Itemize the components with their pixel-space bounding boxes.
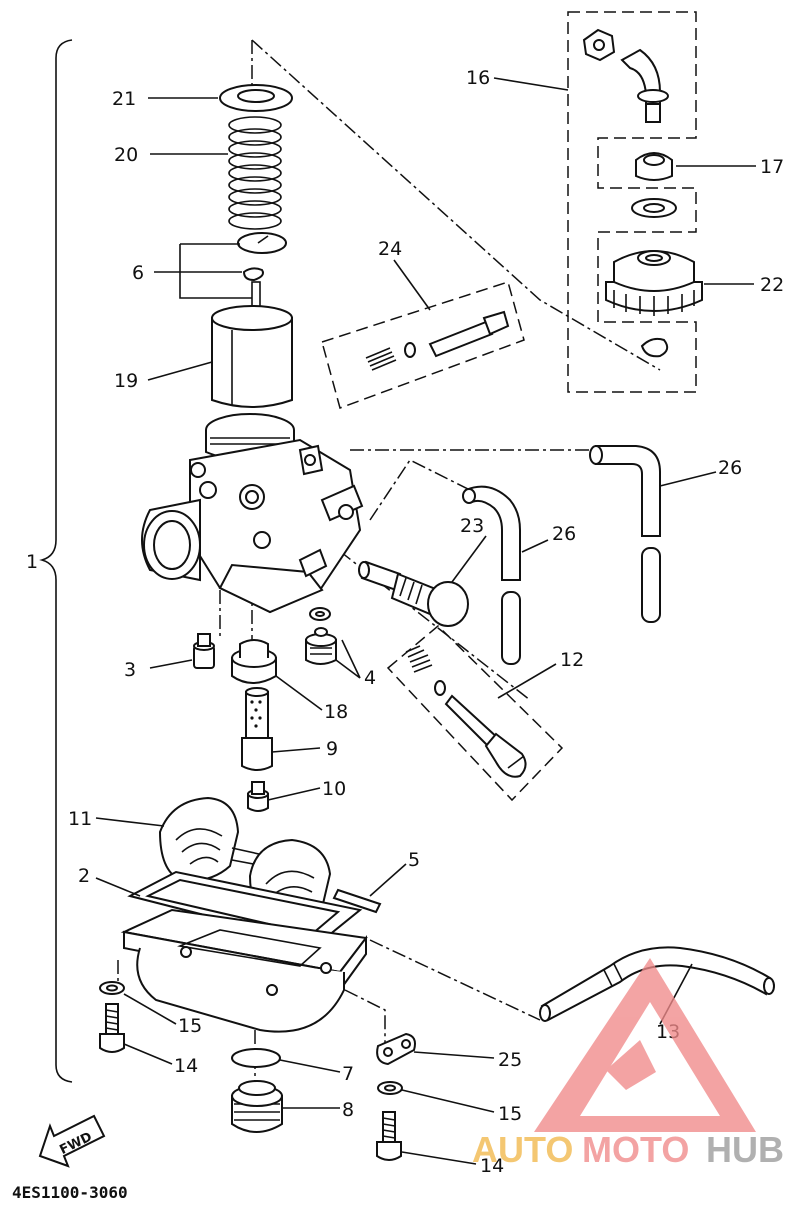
part-6-clip-plate xyxy=(179,232,287,299)
callout-3: 3 xyxy=(124,659,136,681)
callout-numbers: 21 20 6 19 16 17 22 24 23 26 26 3 4 18 1… xyxy=(68,67,784,1177)
watermark-logo: AUTO MOTO HUB xyxy=(472,958,784,1170)
part-14-screw-right xyxy=(376,1111,402,1161)
callout-7: 7 xyxy=(342,1063,354,1085)
callout-24: 24 xyxy=(378,238,402,260)
part-24-pilot-screw xyxy=(365,310,510,371)
callout-17: 17 xyxy=(760,156,784,178)
callout-10: 10 xyxy=(322,778,346,800)
part-8-drain-plug xyxy=(231,1080,283,1133)
part-9-emulsion-tube xyxy=(241,687,273,771)
part-25-bracket xyxy=(376,1032,416,1066)
watermark-text-auto: AUTO xyxy=(472,1129,573,1170)
callout-23: 23 xyxy=(460,515,484,537)
callout-15b: 15 xyxy=(498,1103,522,1125)
callout-11: 11 xyxy=(68,808,92,830)
callout-4: 4 xyxy=(364,667,376,689)
part-19-throttle-valve xyxy=(211,281,293,408)
callout-20: 20 xyxy=(114,144,138,166)
watermark-triangle-icon xyxy=(534,958,756,1132)
part-7-o-ring xyxy=(231,1048,281,1068)
callout-26b: 26 xyxy=(718,457,742,479)
part-15-washer-right xyxy=(377,1081,403,1095)
fwd-arrow: FWD xyxy=(38,1114,106,1168)
float-chamber xyxy=(120,908,368,1033)
callout-15a: 15 xyxy=(178,1015,202,1037)
callout-9: 9 xyxy=(326,738,338,760)
part-22-chamber-top xyxy=(605,250,703,316)
callout-1: 1 xyxy=(26,551,38,573)
part-21-washer xyxy=(219,84,293,112)
callout-16: 16 xyxy=(466,67,490,89)
part-3-jet xyxy=(193,633,215,669)
part-4-pilot-jet xyxy=(305,607,337,665)
callout-12: 12 xyxy=(560,649,584,671)
watermark-text-hub: HUB xyxy=(706,1129,784,1170)
part-10-main-jet xyxy=(247,781,269,812)
callout-21: 21 xyxy=(112,88,136,110)
callout-2: 2 xyxy=(78,865,90,887)
part-17-cap xyxy=(631,152,677,218)
callout-26a: 26 xyxy=(552,523,576,545)
callout-14b: 14 xyxy=(480,1155,504,1177)
assembly-bracket xyxy=(39,39,73,1083)
callout-8: 8 xyxy=(342,1099,354,1121)
callout-18: 18 xyxy=(324,701,348,723)
leader-lines xyxy=(95,77,756,1165)
carburetor-body xyxy=(141,413,364,614)
callout-5: 5 xyxy=(408,849,420,871)
part-20-spring xyxy=(228,116,282,230)
group-box-12 xyxy=(386,624,564,802)
part-15-washer-left xyxy=(99,981,125,995)
part-14-screw-left xyxy=(99,1003,125,1053)
part-23-starter-plunger xyxy=(358,560,469,627)
part-5-float-pin xyxy=(332,888,382,914)
callout-14a: 14 xyxy=(174,1055,198,1077)
part-26-hose-short xyxy=(462,485,521,665)
callout-22: 22 xyxy=(760,274,784,296)
callout-25: 25 xyxy=(498,1049,522,1071)
callout-6: 6 xyxy=(132,262,144,284)
part-26-hose-long xyxy=(589,445,661,623)
part-16-pipe-joint xyxy=(582,28,669,123)
callout-19: 19 xyxy=(114,370,138,392)
diagram-code: 4ES1100-3060 xyxy=(12,1183,128,1202)
watermark-text-moto: MOTO xyxy=(582,1129,689,1170)
circlip xyxy=(640,337,669,358)
group-box-24 xyxy=(321,281,525,409)
group-box-16-22 xyxy=(567,11,697,393)
part-18-holder xyxy=(231,639,277,684)
part-12-stop-screw xyxy=(405,645,527,778)
